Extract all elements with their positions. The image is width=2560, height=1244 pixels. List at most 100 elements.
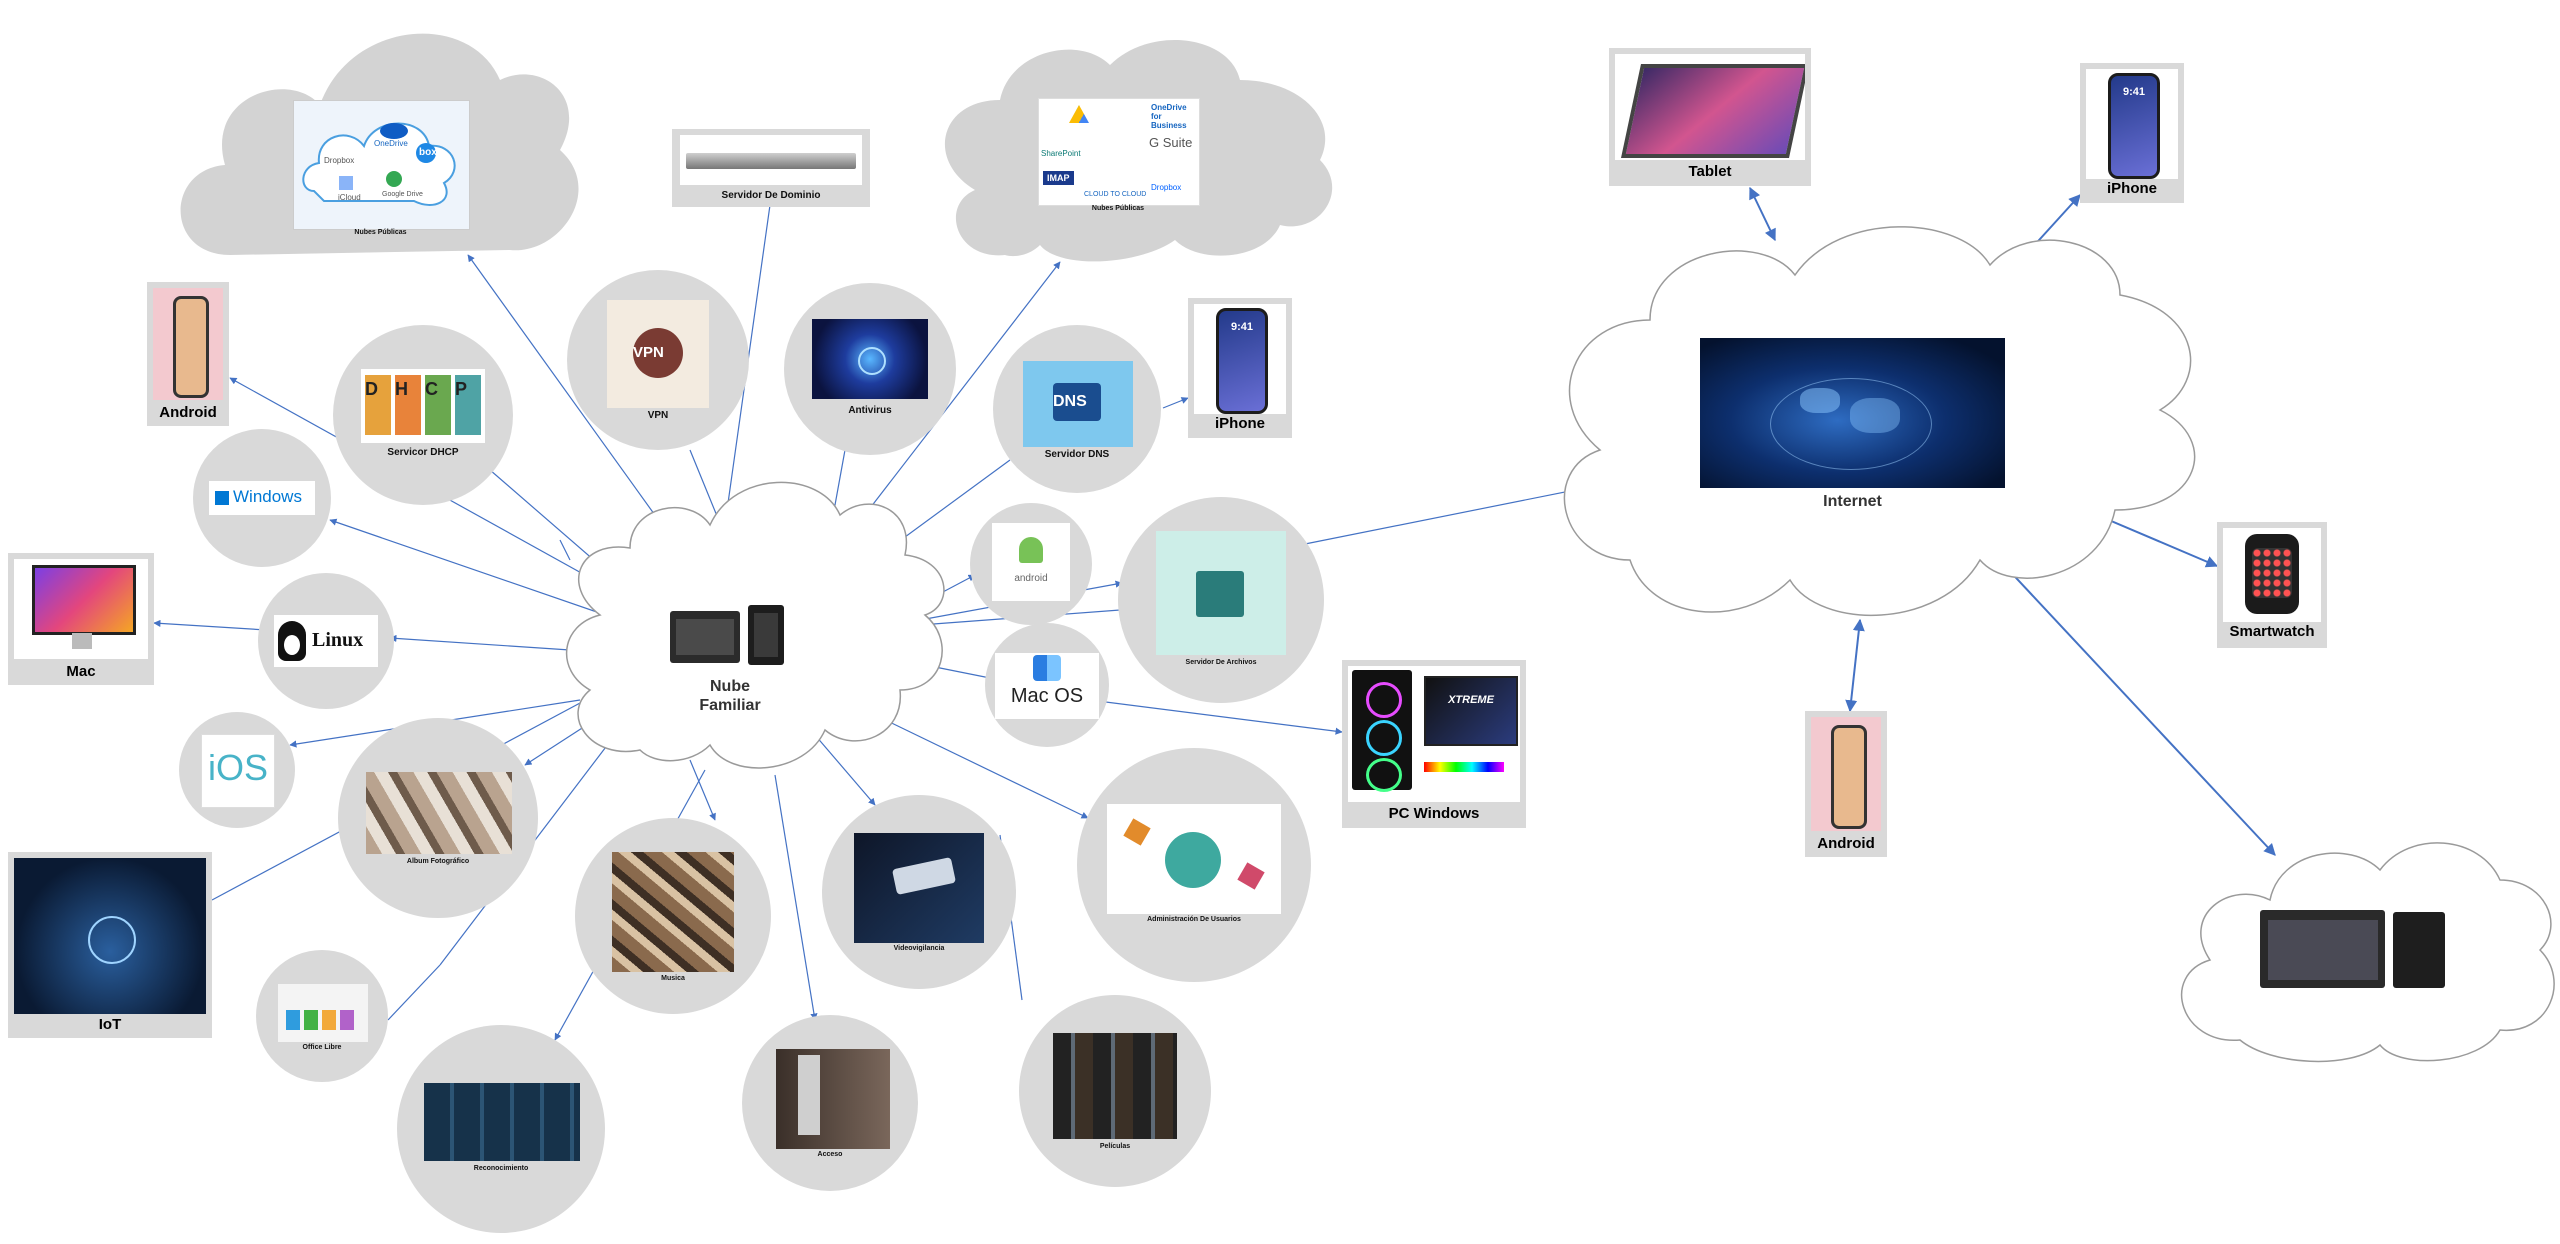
office-node[interactable]: Office Libre (256, 950, 388, 1082)
public-cloud-left[interactable]: Dropbox OneDrive box iCloud Google Drive… (293, 100, 470, 240)
connection-line (1845, 618, 1865, 713)
windows-text: Windows (233, 487, 302, 506)
recognition-label: Reconocimiento (473, 1165, 529, 1172)
service-onedrive: OneDrive (374, 139, 408, 148)
dhcp-node[interactable]: D H C P Servicor DHCP (333, 325, 513, 505)
dns-badge-icon: DNS (1053, 383, 1101, 421)
domain-server-node[interactable]: Servidor De Dominio (672, 129, 870, 207)
macos-node[interactable]: Mac OS (985, 623, 1109, 747)
iphone-right-device[interactable]: 9:41 iPhone (2080, 63, 2184, 203)
antivirus-label: Antivirus (848, 405, 892, 416)
ios-image: iOS (201, 734, 275, 808)
photo-album-label: Album Fotográfico (406, 858, 470, 865)
pc-windows-device[interactable]: XTREME PC Windows (1342, 660, 1526, 828)
connection-line (1089, 699, 1343, 735)
cctv-label: Videovigilancia (893, 945, 945, 952)
service-dropbox-right: Dropbox (1151, 183, 1182, 192)
iphone-right-label: iPhone (2106, 180, 2157, 197)
office-label: Office Libre (302, 1044, 342, 1051)
service-sharepoint: SharePoint (1041, 149, 1081, 158)
service-onedrive-business: OneDrive for Business (1151, 103, 1187, 130)
globe-map-image (1700, 338, 2005, 488)
mac-label: Mac (66, 663, 96, 680)
users-admin-node[interactable]: Administración De Usuarios (1077, 748, 1311, 982)
vpn-node[interactable]: VPN VPN (567, 270, 749, 450)
android-left-device[interactable]: Android (147, 282, 229, 426)
music-node[interactable]: Musica (575, 818, 771, 1014)
connection-line (774, 774, 818, 1021)
smartwatch-icon (2245, 534, 2299, 614)
dhcp-letter-d: D (365, 375, 391, 435)
pc-tower-icon (1352, 670, 1412, 792)
linux-node[interactable]: Linux (258, 573, 394, 709)
internet-node[interactable]: Internet (1700, 338, 2005, 513)
access-node[interactable]: Acceso (742, 1015, 918, 1191)
users-admin-label: Administración De Usuarios (1147, 916, 1241, 923)
photo-album-node[interactable]: Album Fotográfico (338, 718, 538, 918)
iphone-mid-device[interactable]: 9:41 iPhone (1188, 298, 1292, 438)
service-gdrive: Google Drive (382, 191, 423, 198)
recognition-image (424, 1083, 580, 1161)
nas-backup-icon[interactable] (2260, 910, 2450, 990)
photo-collage-image (366, 772, 512, 854)
file-server-label: Servidor De Archivos (1185, 659, 1257, 666)
iot-label: IoT (98, 1016, 122, 1033)
tablet-icon (1621, 64, 1805, 158)
android-right-device[interactable]: Android (1805, 711, 1887, 857)
connection-line (1299, 480, 1611, 546)
dhcp-label: Servicor DHCP (387, 447, 459, 458)
connection-line (559, 539, 571, 561)
cctv-node[interactable]: Videovigilancia (822, 795, 1016, 989)
domain-server-label: Servidor De Dominio (721, 190, 821, 201)
smartwatch-label: Smartwatch (2229, 623, 2315, 640)
cctv-image (854, 833, 984, 943)
connection-line (1989, 549, 2276, 856)
macos-text: Mac OS (1010, 685, 1084, 707)
iphone-right-time: 9:41 (2122, 86, 2146, 98)
tablet-label: Tablet (1688, 163, 1732, 180)
music-label: Musica (661, 975, 685, 982)
file-server-node[interactable]: Servidor De Archivos (1118, 497, 1324, 703)
macos-image: Mac OS (995, 653, 1099, 719)
pc-keyboard-icon (1424, 762, 1504, 772)
iot-device[interactable]: IoT (8, 852, 212, 1038)
service-icloud: iCloud (338, 193, 361, 202)
android-os-node[interactable]: android (970, 503, 1092, 625)
public-cloud-right[interactable]: OneDrive for Business SharePoint G Suite… (1038, 98, 1200, 216)
center-cloud[interactable]: Nube Familiar (640, 590, 820, 720)
smartwatch-device[interactable]: Smartwatch (2217, 522, 2327, 648)
ios-node[interactable]: iOS (179, 712, 295, 828)
antivirus-node[interactable]: Antivirus (784, 283, 956, 455)
movies-label: Películas (1099, 1143, 1131, 1150)
file-server-image (1156, 531, 1286, 655)
vpn-shield-icon: VPN (633, 328, 683, 378)
service-box: box (419, 147, 437, 158)
vpn-label: VPN (647, 410, 669, 421)
dhcp-letters: D H C P (361, 369, 485, 443)
android-os-image: android (992, 523, 1070, 601)
tablet-device[interactable]: Tablet (1609, 48, 1811, 186)
center-label-1: Nube (710, 678, 750, 695)
pc-windows-label: PC Windows (1388, 805, 1480, 822)
connection-line (874, 714, 1089, 819)
dns-label: Servidor DNS (1044, 449, 1110, 460)
service-gsuite: G Suite (1149, 135, 1193, 150)
android-phone-icon (173, 296, 209, 398)
connection-line (689, 759, 716, 821)
imac-icon (32, 565, 136, 635)
movies-node[interactable]: Películas (1019, 995, 1211, 1187)
dhcp-letter-p: P (455, 375, 481, 435)
android-right-phone-icon (1831, 725, 1867, 829)
linux-text: Linux (312, 629, 364, 651)
android-robot-icon (1019, 537, 1043, 563)
public-cloud-left-caption: Nubes Públicas (354, 229, 407, 236)
dns-node[interactable]: DNS Servidor DNS (993, 325, 1161, 493)
dns-image: DNS (1023, 361, 1133, 447)
dhcp-letter-c: C (425, 375, 451, 435)
center-label-2: Familiar (699, 697, 761, 714)
windows-node[interactable]: Windows (193, 429, 331, 567)
recognition-node[interactable]: Reconocimiento (397, 1025, 605, 1233)
mac-device[interactable]: Mac (8, 553, 154, 685)
connection-line (387, 964, 441, 1021)
android-right-label: Android (1817, 835, 1875, 852)
